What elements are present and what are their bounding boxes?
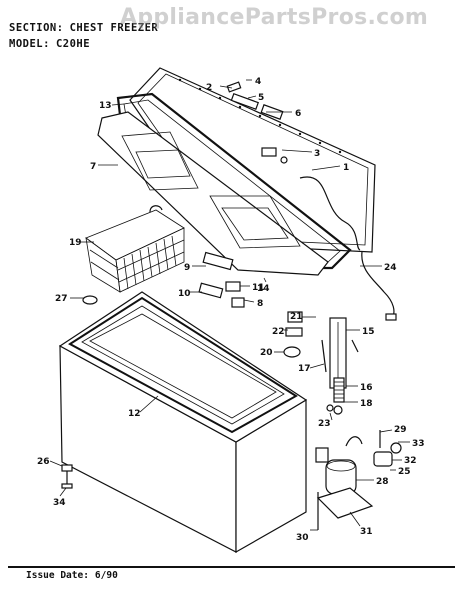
callout-numbers: 2 4 5 6 3 1 13 7 19 9 10 11 8 14 27 12 2…	[37, 77, 425, 543]
callout-11: 11	[252, 283, 265, 293]
callout-10: 10	[178, 289, 191, 299]
callout-9: 9	[184, 263, 190, 273]
callout-33: 33	[412, 439, 425, 449]
model-line: MODEL: C20HE	[9, 38, 90, 50]
control-parts	[283, 311, 359, 415]
callout-17: 17	[298, 364, 311, 374]
callout-29: 29	[394, 425, 407, 435]
issue-date-label: Issue Date:	[26, 570, 89, 581]
wire-basket	[85, 205, 185, 293]
callout-32: 32	[404, 456, 417, 466]
callout-30: 30	[296, 533, 309, 543]
issue-date: Issue Date: 6/90	[26, 570, 118, 581]
callout-27: 27	[55, 294, 68, 304]
callout-15: 15	[362, 327, 375, 337]
footer-rule	[8, 566, 455, 568]
model-label: MODEL:	[9, 38, 50, 50]
watermark: AppliancePartsPros.com	[120, 5, 429, 30]
callout-21: 21	[290, 312, 303, 322]
callout-1: 1	[343, 163, 349, 173]
section-label: SECTION:	[9, 22, 64, 34]
callout-7: 7	[90, 162, 96, 172]
callout-5: 5	[258, 93, 264, 103]
hinge-brackets	[198, 251, 245, 308]
callout-16: 16	[360, 383, 373, 393]
callout-13: 13	[99, 101, 112, 111]
section-value: CHEST FREEZER	[69, 22, 159, 34]
lid-hinge-parts	[226, 81, 288, 164]
model-value: C20HE	[55, 38, 91, 50]
callout-26: 26	[37, 457, 50, 467]
callout-3: 3	[314, 149, 320, 159]
compressor-assembly	[315, 430, 402, 530]
cord-plug	[385, 313, 397, 321]
callout-19: 19	[69, 238, 82, 248]
callout-28: 28	[376, 477, 389, 487]
callout-8: 8	[257, 299, 263, 309]
callout-31: 31	[360, 527, 373, 537]
lid-inner-liner	[97, 111, 329, 276]
callout-23: 23	[318, 419, 331, 429]
callout-4: 4	[255, 77, 261, 87]
callout-6: 6	[295, 109, 301, 119]
callout-34: 34	[53, 498, 66, 508]
callout-22: 22	[272, 327, 285, 337]
callout-14-label: 14	[257, 284, 270, 294]
freezer-cabinet	[58, 291, 308, 554]
callout-25: 25	[398, 467, 411, 477]
leveling-foot	[61, 464, 73, 489]
callout-20: 20	[260, 348, 273, 358]
section-line: SECTION: CHEST FREEZER	[9, 22, 158, 34]
leader-lines	[49, 79, 410, 531]
callout-2: 2	[206, 83, 212, 93]
power-cord	[361, 251, 395, 319]
drain-cap	[82, 295, 98, 305]
issue-date-value: 6/90	[94, 570, 118, 581]
callout-18: 18	[360, 399, 373, 409]
callout-24: 24	[384, 263, 397, 273]
callout-12: 12	[128, 409, 141, 419]
